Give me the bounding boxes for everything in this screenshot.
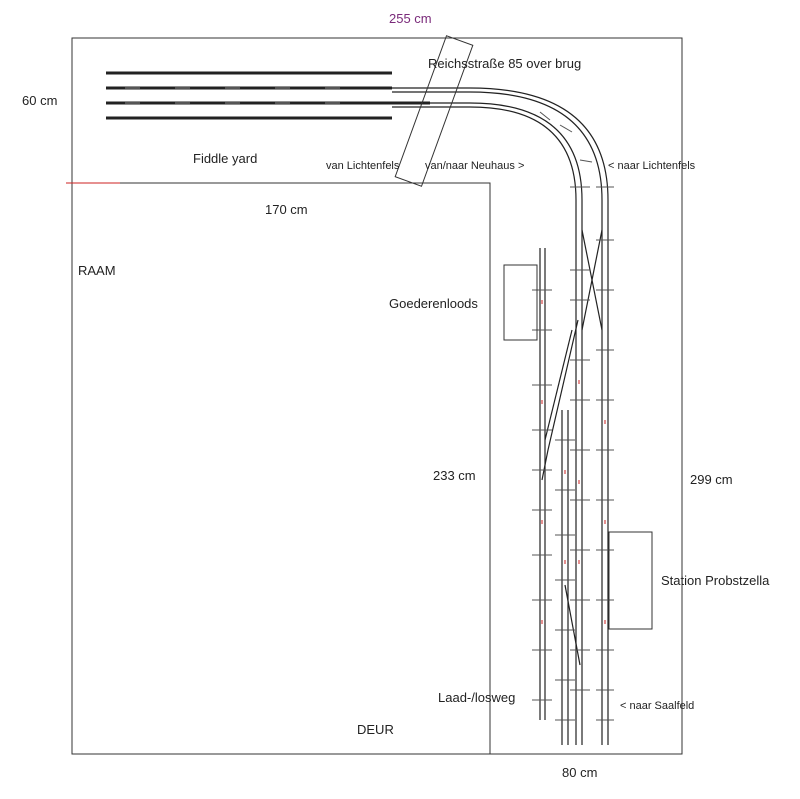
to-from-neuhaus-label: van/naar Neuhaus >	[425, 160, 525, 172]
station-label: Station Probstzella	[661, 573, 770, 588]
bridge-outline	[394, 35, 474, 187]
station-building	[608, 531, 653, 630]
goods-siding	[539, 248, 579, 745]
dimension-233: 233 cm	[433, 468, 476, 483]
curve-outer-rail-a	[392, 87, 609, 745]
track-ticks	[532, 111, 614, 721]
curve-outer-rail-b	[392, 91, 603, 745]
room-outline	[71, 37, 683, 755]
bridge-label: Reichsstraße 85 over brug	[428, 56, 582, 71]
from-lichtenfels-label: van Lichtenfels	[326, 160, 400, 172]
fiddle-yard-tracks	[106, 71, 430, 120]
loading-road-label: Laad-/losweg	[438, 690, 516, 705]
door-label: DEUR	[357, 722, 394, 737]
dimension-80: 80 cm	[562, 765, 598, 780]
track-red-marks	[541, 300, 606, 624]
lower-crossover	[564, 584, 581, 666]
goods-shed	[503, 264, 538, 341]
room-label: RAAM	[78, 263, 116, 278]
crossover	[581, 229, 603, 331]
fiddle-yard-sleepers	[125, 87, 340, 104]
dimension-255: 255 cm	[389, 11, 432, 26]
dimension-170: 170 cm	[265, 202, 308, 217]
inner-area-outline	[72, 182, 491, 754]
fiddle-yard-label: Fiddle yard	[193, 151, 258, 166]
to-lichtenfels-label: < naar Lichtenfels	[608, 160, 696, 172]
dimension-60: 60 cm	[22, 93, 58, 108]
dimension-299: 299 cm	[690, 472, 733, 487]
goods-shed-label: Goederenloods	[389, 296, 478, 311]
to-saalfeld-label: < naar Saalfeld	[620, 700, 695, 712]
